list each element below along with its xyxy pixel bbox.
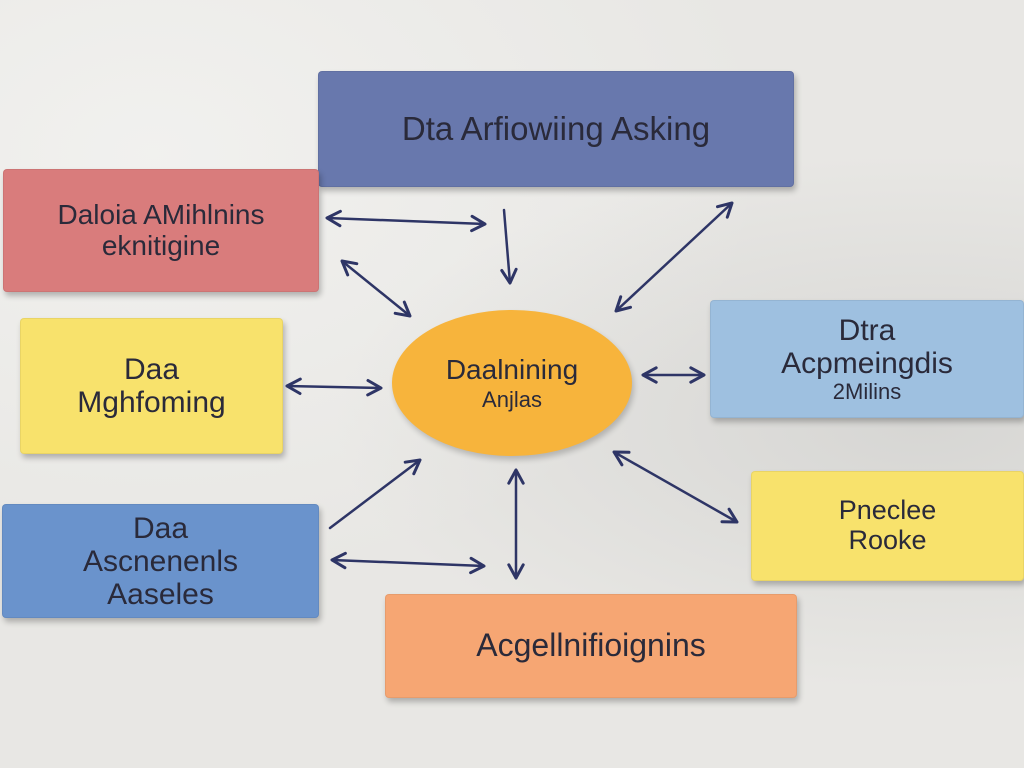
- arrow-top-right-diagonal: [614, 201, 734, 313]
- node-yellow-left: Daa Mghfoming: [20, 318, 283, 454]
- node-yellow-right-label-2: Rooke: [848, 525, 927, 555]
- center-node-label-2: Anjlas: [482, 386, 542, 412]
- node-blue-left-label-2: Ascnenenls: [82, 544, 239, 578]
- arrow-yellow-right-diagonal: [612, 450, 739, 524]
- arrow-pink-right: [325, 209, 487, 233]
- arrow-center-down: [507, 468, 525, 580]
- node-pink: Daloia AMihlnins eknitigine: [3, 169, 319, 292]
- arrow-top-down: [500, 208, 518, 285]
- node-yellow-right: Pneclee Rooke: [751, 471, 1024, 581]
- node-orange-label: Acgellnifioignins: [476, 627, 706, 664]
- node-yellow-left-label-1: Daa: [123, 353, 180, 386]
- node-yellow-left-label-2: Mghfoming: [77, 386, 226, 419]
- node-blue-right-label-3: 2Milins: [832, 378, 902, 404]
- arrow-yellow-left: [285, 377, 383, 397]
- center-node-label-1: Daalnining: [445, 354, 579, 385]
- node-blue-left: Daa Ascnenenls Aaseles: [2, 504, 319, 618]
- node-orange: Acgellnifioignins: [385, 594, 797, 698]
- node-pink-label-2: eknitigine: [101, 229, 221, 261]
- node-blue-right-label-1: Dtra: [838, 313, 896, 347]
- node-pink-label-1: Daloia AMihlnins: [57, 198, 265, 230]
- arrow-blue-left-diagonal: [328, 458, 422, 530]
- center-node: Daalnining Anjlas: [392, 310, 632, 456]
- arrow-pink-diagonal: [340, 259, 412, 318]
- node-blue-left-label-3: Aaseles: [107, 577, 214, 611]
- node-blue-right: Dtra Acpmeingdis 2Milins: [710, 300, 1024, 418]
- node-blue-left-label-1: Daa: [132, 511, 189, 545]
- node-blue-right-label-2: Acpmeingdis: [781, 346, 953, 380]
- node-top-label: Dta Arfiowiing Asking: [401, 109, 711, 147]
- node-top: Dta Arfiowiing Asking: [318, 71, 794, 187]
- node-yellow-right-label-1: Pneclee: [838, 495, 937, 526]
- arrow-blue-left-horizontal: [330, 551, 486, 575]
- arrow-blue-right: [641, 366, 706, 384]
